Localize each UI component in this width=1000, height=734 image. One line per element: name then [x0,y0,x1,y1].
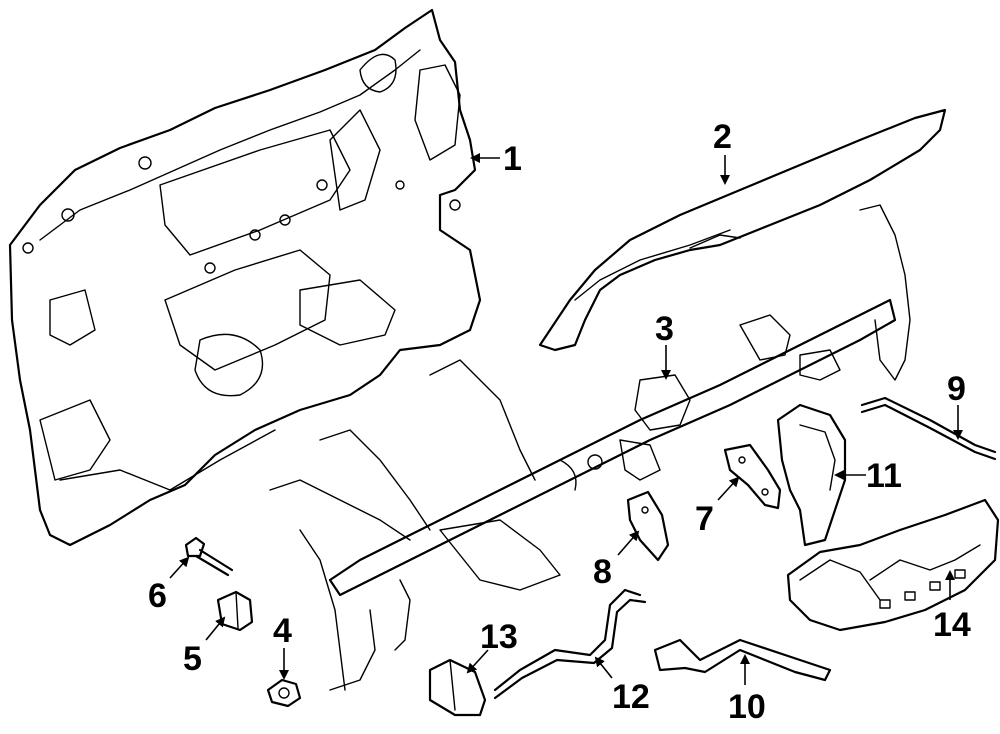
part-support-rod-9 [860,396,997,461]
callout-13: 13 [480,618,518,656]
callout-7: 7 [695,500,714,538]
callout-2: 2 [713,118,732,156]
part-tray-14 [786,498,1000,632]
part-dash-panel [8,8,482,547]
callout-3: 3 [655,310,674,348]
part-fastener-4 [266,678,302,708]
callout-8: 8 [593,553,612,591]
part-bracket-8 [626,490,670,562]
part-brace-12 [493,588,647,700]
callout-9: 9 [947,370,966,408]
leader-6 [169,556,190,579]
part-brace-10 [653,638,832,682]
leader-8 [617,530,640,556]
leader-13 [466,649,489,674]
part-bushing-5 [216,590,254,632]
leader-5 [205,616,226,641]
callout-11: 11 [866,457,902,495]
part-shield-11 [776,403,847,547]
part-bracket-13 [428,658,487,717]
part-bolt-6 [184,536,234,577]
callout-10: 10 [728,688,766,726]
leader-lines [169,153,963,685]
leader-7 [717,476,740,501]
callout-12: 12 [612,678,650,716]
callout-5: 5 [183,640,202,678]
callout-1: 1 [503,140,522,178]
callout-6: 6 [148,577,167,615]
part-cross-car-beam [269,204,911,691]
callout-4: 4 [273,612,292,650]
leader-12 [594,656,613,679]
part-bracket-7 [723,443,782,510]
part-upper-trim [538,108,947,352]
callout-14: 14 [933,606,971,644]
callout-numbers: 1 2 3 4 5 6 7 8 9 10 11 12 13 14 [148,118,971,726]
